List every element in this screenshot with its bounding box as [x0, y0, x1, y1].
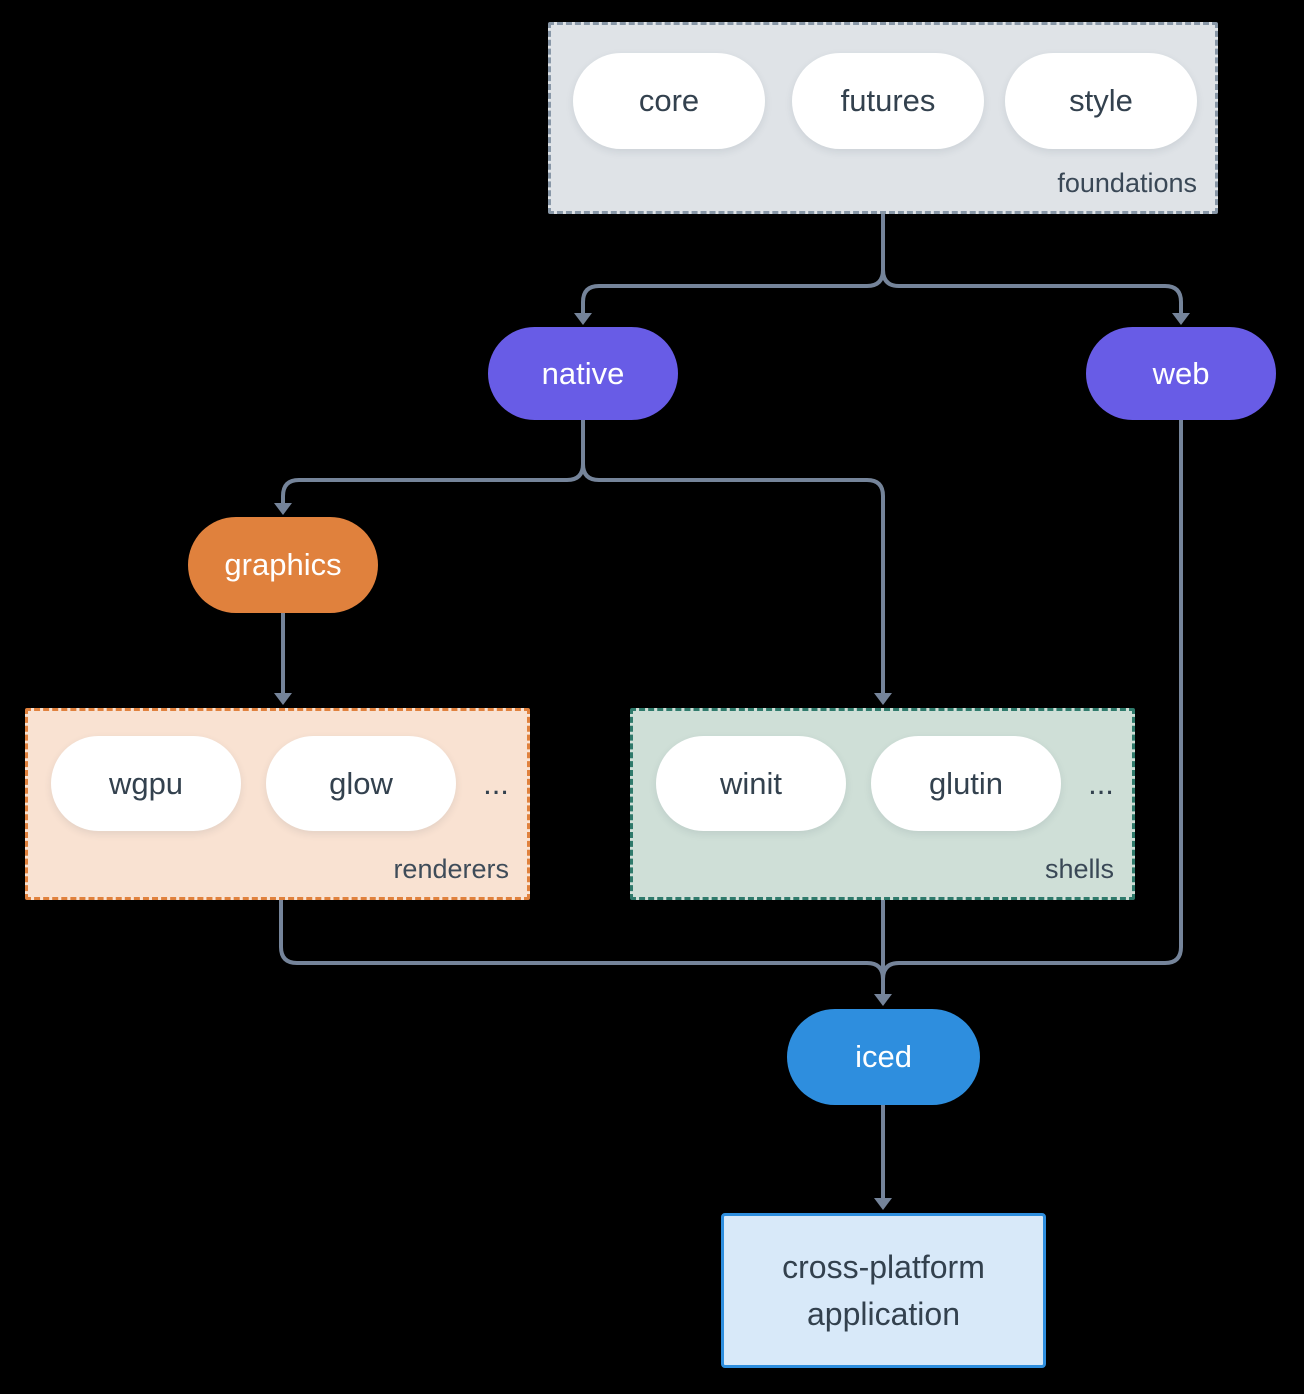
- shells-group-label: shells: [1044, 854, 1114, 884]
- pill-glow: glow: [266, 736, 456, 831]
- pill-glutin: glutin: [871, 736, 1061, 831]
- node-graphics-label: graphics: [224, 547, 342, 582]
- pill-glutin-label: glutin: [928, 765, 1004, 801]
- edge-renderers-to-merge: [279, 900, 885, 980]
- renderers-ellipsis: ...: [483, 765, 509, 801]
- node-graphics: graphics: [188, 517, 378, 613]
- application-label: cross-platform application: [782, 1249, 985, 1332]
- pill-core-label: core: [638, 83, 700, 118]
- node-native-label: native: [541, 355, 625, 391]
- pill-winit-label: winit: [719, 765, 782, 801]
- pill-style-label: style: [1069, 83, 1133, 118]
- foundations-box: core futures style foundations: [548, 22, 1218, 214]
- node-native: native: [488, 327, 678, 420]
- pill-winit: winit: [656, 736, 846, 831]
- node-iced: iced: [787, 1009, 980, 1105]
- pill-wgpu-label: wgpu: [108, 765, 184, 801]
- node-web: web: [1086, 327, 1276, 420]
- foundations-group-label: foundations: [1057, 168, 1197, 198]
- pill-core: core: [573, 53, 765, 149]
- edge-foundations-to-native: [574, 214, 885, 325]
- pill-futures: futures: [792, 53, 984, 149]
- pill-glow-label: glow: [329, 765, 393, 801]
- application-box: cross-platform application: [721, 1213, 1046, 1368]
- node-iced-label: iced: [855, 1039, 912, 1074]
- edge-native-to-graphics: [274, 420, 585, 515]
- edge-native-to-shells: [581, 420, 892, 705]
- renderers-group-label: renderers: [393, 854, 509, 884]
- shells-box: winit glutin ... shells: [630, 708, 1135, 900]
- renderers-box: wgpu glow ... renderers: [25, 708, 530, 900]
- node-web-label: web: [1152, 355, 1210, 391]
- pill-style: style: [1005, 53, 1197, 149]
- pill-futures-label: futures: [840, 83, 936, 118]
- edge-foundations-to-web: [881, 214, 1190, 325]
- shells-ellipsis: ...: [1088, 765, 1114, 801]
- pill-wgpu: wgpu: [51, 736, 241, 831]
